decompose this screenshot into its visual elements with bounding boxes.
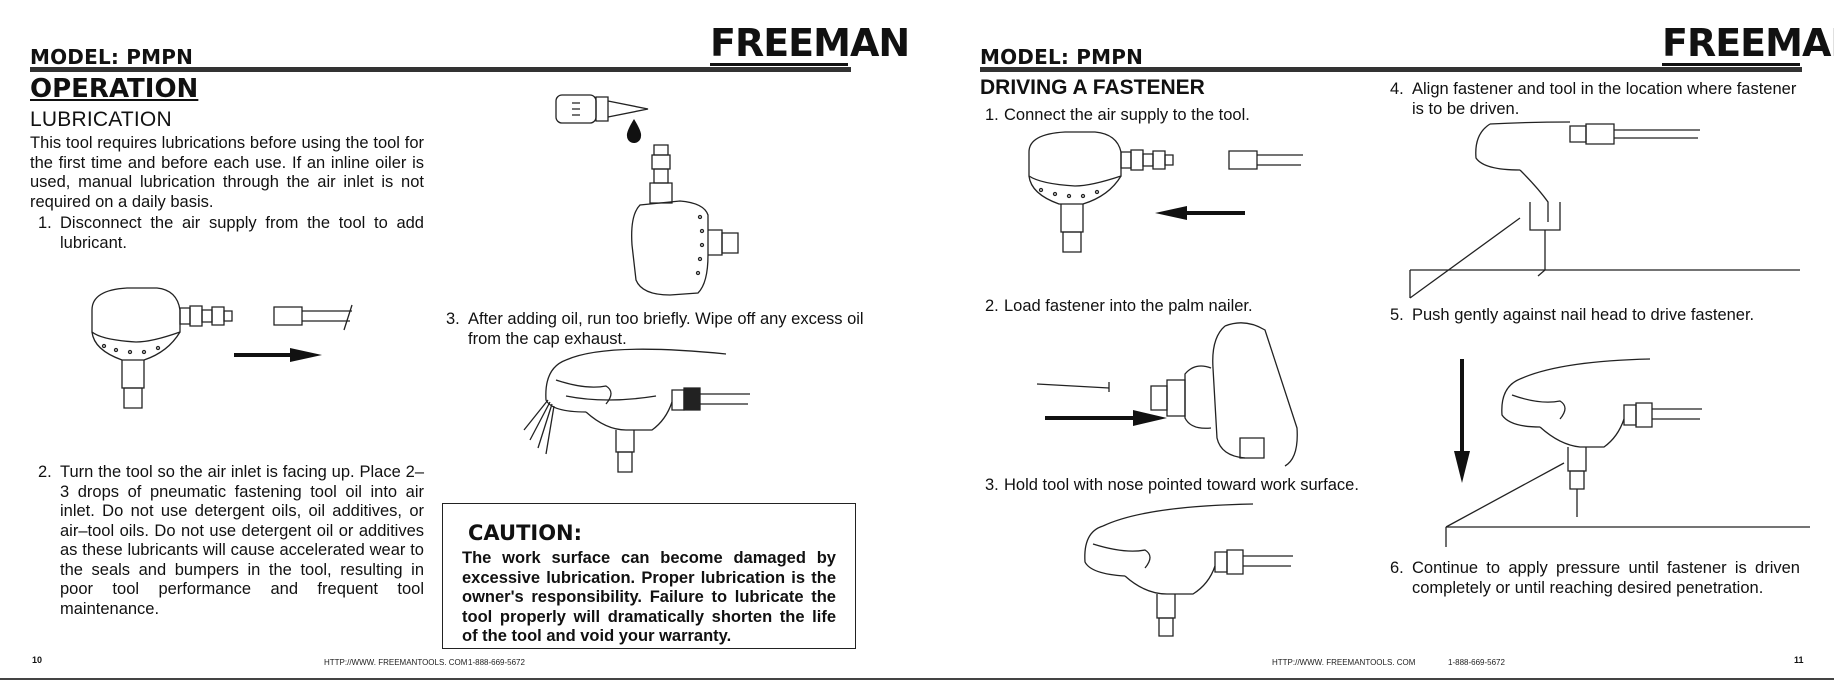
arrow-icon xyxy=(1155,206,1245,220)
step-number: 3. xyxy=(985,476,999,494)
illustration-align-fastener xyxy=(1410,118,1810,303)
caution-box: CAUTION: The work surface can become dam… xyxy=(442,503,856,649)
step-text: Connect the air supply to the tool. xyxy=(1004,106,1250,124)
illustration-push-nail xyxy=(1440,355,1820,545)
step-number: 2. xyxy=(38,463,52,481)
left-footer-url: HTTP://WWW. FREEMANTOOLS. COM xyxy=(324,658,468,667)
right-step-5: 5. Push gently against nail head to driv… xyxy=(1390,306,1806,326)
arrow-icon xyxy=(1454,359,1470,483)
left-section-title: OPERATION xyxy=(30,74,199,104)
left-page-number: 10 xyxy=(32,655,43,665)
step-number: 1. xyxy=(38,214,52,232)
left-logo-underline xyxy=(710,63,848,66)
illustration-connect-air xyxy=(1025,130,1305,280)
right-step-6: 6. Continue to apply pressure until fast… xyxy=(1390,559,1800,598)
caution-text: The work surface can become damaged by e… xyxy=(462,549,836,645)
illustration-load-fastener xyxy=(1035,318,1315,468)
right-step-3: 3. Hold tool with nose pointed toward wo… xyxy=(985,476,1365,496)
left-step-3: 3. After adding oil, run too briefly. Wi… xyxy=(446,310,871,349)
right-step-4: 4. Align fastener and tool in the locati… xyxy=(1390,80,1806,119)
step-number: 2. xyxy=(985,297,999,315)
left-logo-text: FREEMAN xyxy=(710,21,910,65)
step-text: Align fastener and tool in the location … xyxy=(1412,80,1797,118)
step-text: Continue to apply pressure until fastene… xyxy=(1412,559,1800,597)
arrow-icon xyxy=(234,348,322,362)
left-step-1: 1. Disconnect the air supply from the to… xyxy=(38,214,424,253)
right-page-number: 11 xyxy=(1794,655,1804,665)
right-logo-underline xyxy=(1662,63,1800,66)
oil-drop-icon xyxy=(626,119,642,143)
illustration-tool-disconnected xyxy=(82,280,362,430)
step-number: 5. xyxy=(1390,306,1404,324)
arrow-icon xyxy=(1045,410,1167,426)
step-text: After adding oil, run too briefly. Wipe … xyxy=(468,310,864,348)
right-model-label: MODEL: PMPN xyxy=(980,45,1144,69)
illustration-cap-exhaust xyxy=(526,340,766,500)
right-logo-text: FREEMAN xyxy=(1662,21,1834,65)
left-intro-paragraph: This tool requires lubrications before u… xyxy=(30,134,424,211)
left-footer-phone: 1-888-669-5672 xyxy=(468,658,525,667)
step-text: Push gently against nail head to drive f… xyxy=(1412,306,1755,324)
page-bottom-border xyxy=(0,678,1834,680)
right-footer-phone: 1-888-669-5672 xyxy=(1448,658,1505,667)
right-brand-logo: FREEMAN xyxy=(1662,21,1834,66)
illustration-oil-bottle xyxy=(548,85,678,160)
step-number: 6. xyxy=(1390,559,1404,577)
left-header-rule xyxy=(30,67,851,72)
right-header-rule xyxy=(980,67,1802,72)
left-step-2: 2. Turn the tool so the air inlet is fac… xyxy=(38,463,424,619)
caution-title: CAUTION: xyxy=(468,521,583,545)
right-footer-url: HTTP://WWW. FREEMANTOOLS. COM xyxy=(1272,658,1416,667)
right-step-1: 1. Connect the air supply to the tool. xyxy=(985,106,1345,126)
step-text: Load fastener into the palm nailer. xyxy=(1004,297,1253,315)
step-text: Turn the tool so the air inlet is facing… xyxy=(60,463,424,618)
left-brand-logo: FREEMAN xyxy=(710,21,910,66)
left-subsection-title: LUBRICATION xyxy=(30,108,172,131)
step-number: 3. xyxy=(446,310,460,328)
step-text: Disconnect the air supply from the tool … xyxy=(60,214,424,252)
right-step-2: 2. Load fastener into the palm nailer. xyxy=(985,297,1345,317)
step-number: 1. xyxy=(985,106,999,124)
illustration-tool-inlet-up xyxy=(630,145,780,305)
right-section-title: DRIVING A FASTENER xyxy=(980,76,1205,99)
step-number: 4. xyxy=(1390,80,1404,98)
illustration-hold-tool xyxy=(1075,500,1315,650)
left-model-label: MODEL: PMPN xyxy=(30,45,194,69)
step-text: Hold tool with nose pointed toward work … xyxy=(1004,476,1359,494)
